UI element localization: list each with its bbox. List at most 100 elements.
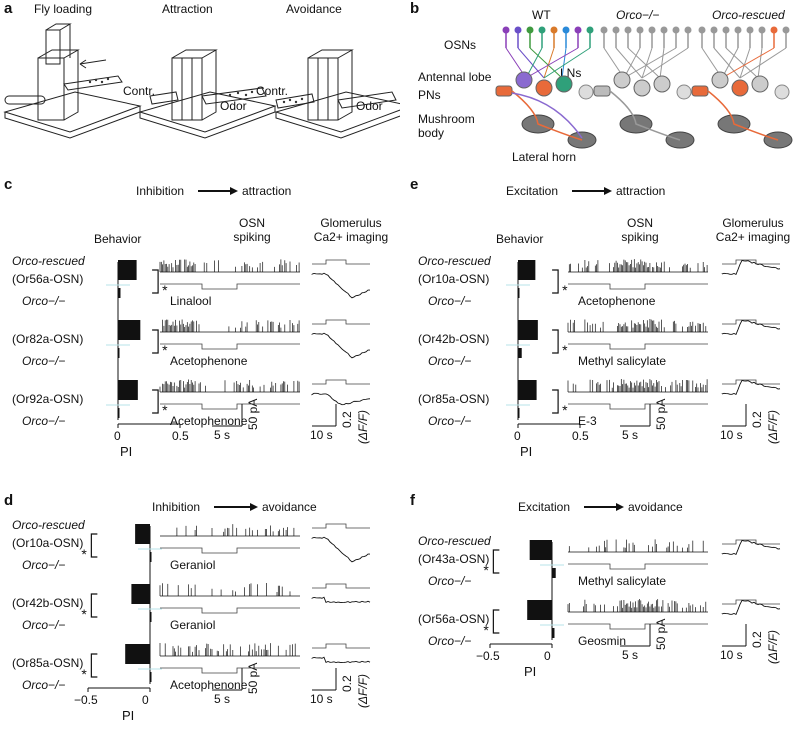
- panel-e-tick-0: 0: [514, 429, 521, 443]
- ca-stimulus: [312, 379, 370, 385]
- pn-axon: [609, 90, 681, 141]
- stimulus-bar: [160, 283, 300, 290]
- osn-projection: [543, 47, 591, 79]
- panel-c-row-0-bracket: [152, 269, 159, 294]
- panel-e-row-1-star: *: [562, 342, 568, 358]
- ca-response: [721, 379, 781, 396]
- glomerulus: [613, 71, 631, 89]
- osn-soma: [514, 26, 522, 34]
- panel-f-scale-bars: [620, 624, 747, 647]
- spike-train: [568, 539, 704, 552]
- stimulus-bar: [568, 283, 708, 290]
- glomerulus: [578, 84, 594, 100]
- panel-c-row-1-spike-trace: [160, 319, 300, 350]
- panel-f-row-1-bracket: [492, 609, 500, 634]
- panel-c-title-right: attraction: [242, 184, 292, 198]
- panel-d-row-0-osn-label: (Or10a-OSN): [12, 536, 84, 550]
- panel-c-row-0-spike-trace: [159, 259, 300, 290]
- panel-e-row-0-bar-ko: [518, 288, 520, 298]
- panel-e-row-0-ca-trace: [721, 259, 781, 276]
- c-header-osn: OSN: [238, 216, 265, 230]
- panel-b-rescued: Orco-rescued: [712, 8, 785, 22]
- ca-response: [721, 539, 781, 556]
- panel-d-scale-bars: [212, 668, 337, 691]
- ca-response: [721, 319, 781, 336]
- ca-stimulus: [312, 259, 370, 265]
- spike-train: [162, 319, 300, 332]
- panel-b-al: Antennal lobe: [418, 70, 492, 84]
- panel-e-row-1-spike-trace: [567, 319, 708, 350]
- e-header-ca: Ca2+ imaging: [715, 230, 791, 244]
- panel-d-row-0-bar-rescued: [135, 524, 150, 544]
- osn-soma: [758, 26, 766, 34]
- glomerulus: [515, 71, 533, 89]
- glomerulus: [676, 84, 692, 100]
- pn-axon-2: [511, 92, 583, 139]
- panel-d-row-1-odor: Geraniol: [170, 618, 216, 632]
- panel-f-axis-label: PI: [524, 664, 537, 679]
- osn-projection: [525, 47, 579, 79]
- panel-d-row-0-rescued-label: Orco-rescued: [12, 518, 85, 532]
- panel-e-row-1-osn-label: (Or42b-OSN): [418, 332, 490, 346]
- panel-c-row-2-ko-label: Orco−/−: [22, 414, 66, 428]
- panel-d-row-0-odor: Geraniol: [170, 558, 216, 572]
- panel-e-row-1-odor: Methyl salicylate: [578, 354, 667, 368]
- panel-d-row-1-ca-trace: [311, 583, 371, 604]
- circuit-wt: [495, 26, 597, 149]
- title-arrowhead: [250, 503, 258, 511]
- panel-f-row-0-star: *: [483, 562, 489, 578]
- panel-c-tick-0: 0: [114, 429, 121, 443]
- glomerulus: [535, 79, 553, 97]
- panel-f-title-left: Excitation: [518, 500, 571, 514]
- osn-soma: [722, 26, 730, 34]
- panel-f-row-1-bar-ko: [552, 628, 555, 638]
- panel-d-row-0-bar-ko: [150, 552, 152, 562]
- osn-soma: [660, 26, 668, 34]
- osn-soma: [502, 26, 510, 34]
- osn-soma: [624, 26, 632, 34]
- panel-f-row-0-ko-label: Orco−/−: [428, 574, 472, 588]
- panel-c-row-2-spike-trace: [159, 379, 300, 410]
- panel-c-scale-10s: 10 s: [310, 428, 333, 442]
- panel-d-row-2-bar-rescued: [125, 644, 150, 664]
- osn-soma: [710, 26, 718, 34]
- osn-projection: [543, 47, 555, 79]
- panel-c-row-0-rescued-label: Orco-rescued: [12, 254, 85, 268]
- circuit-orco-rescued: [691, 26, 793, 149]
- panel-c-row-2-bar-ko: [118, 408, 120, 418]
- spike-scale: [212, 668, 243, 691]
- panel-c-row-0-star: *: [162, 282, 168, 298]
- osn-projection: [659, 47, 665, 79]
- e-header-spiking: spiking: [621, 230, 659, 244]
- panel-e-row-2-osn-label: (Or85a-OSN): [418, 392, 490, 406]
- panel-e-row-2-bar-rescued: [518, 380, 537, 400]
- panel-b-mb2: body: [418, 126, 445, 140]
- panel-e-row-1-bar-rescued: [518, 320, 538, 340]
- panel-f-title-right: avoidance: [628, 500, 683, 514]
- spike-train: [567, 599, 707, 612]
- stimulus-bar: [160, 403, 300, 410]
- panel-e-row-0-ko-label: Orco−/−: [428, 294, 472, 308]
- panel-d-row-0-star: *: [81, 546, 87, 562]
- panel-c-row-2-ca-trace: [311, 379, 371, 406]
- panel-b-ko: Orco−/−: [616, 8, 660, 22]
- panel-c-axis-label: PI: [120, 444, 133, 459]
- panel-a-contr-2: Contr.: [256, 84, 289, 98]
- spike-train: [159, 379, 300, 392]
- ca-scale: [722, 404, 747, 427]
- panel-b-lh: Lateral horn: [512, 150, 577, 164]
- e-header-behavior: Behavior: [496, 232, 544, 246]
- glomerulus: [633, 79, 651, 97]
- panel-e-row-2-star: *: [562, 402, 568, 418]
- ca-response: [311, 596, 371, 604]
- panel-d-scale-10s: 10 s: [310, 692, 333, 706]
- panel-b-label: b: [410, 0, 420, 17]
- panel-d-row-2-star: *: [81, 666, 87, 682]
- panel-e-axis-label: PI: [520, 444, 533, 459]
- panel-c-row-2-odor: Acetophenone: [170, 414, 248, 428]
- osn-projection: [757, 47, 763, 79]
- panel-e-row-1-ko-label: Orco−/−: [428, 354, 472, 368]
- panel-e-row-2-ko-label: Orco−/−: [428, 414, 472, 428]
- stimulus-bar: [160, 547, 300, 554]
- stimulus-bar: [568, 343, 708, 350]
